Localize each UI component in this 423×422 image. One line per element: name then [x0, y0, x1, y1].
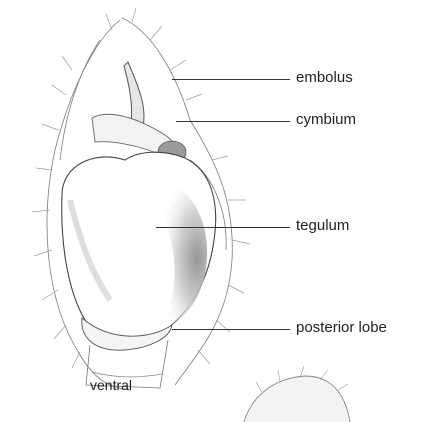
tegulum-label: tegulum — [296, 218, 349, 233]
cymbium-label: cymbium — [296, 112, 356, 127]
posterior-lobe-leader-line — [172, 329, 290, 330]
tegulum-leader-line — [156, 227, 290, 228]
embolus-leader-line — [172, 79, 290, 80]
secondary-view-fragment — [244, 376, 350, 422]
view-caption: ventral — [90, 378, 132, 392]
cymbium-leader-line — [176, 121, 290, 122]
embolus-label: embolus — [296, 70, 353, 85]
posterior-lobe-label: posterior lobe — [296, 320, 387, 335]
